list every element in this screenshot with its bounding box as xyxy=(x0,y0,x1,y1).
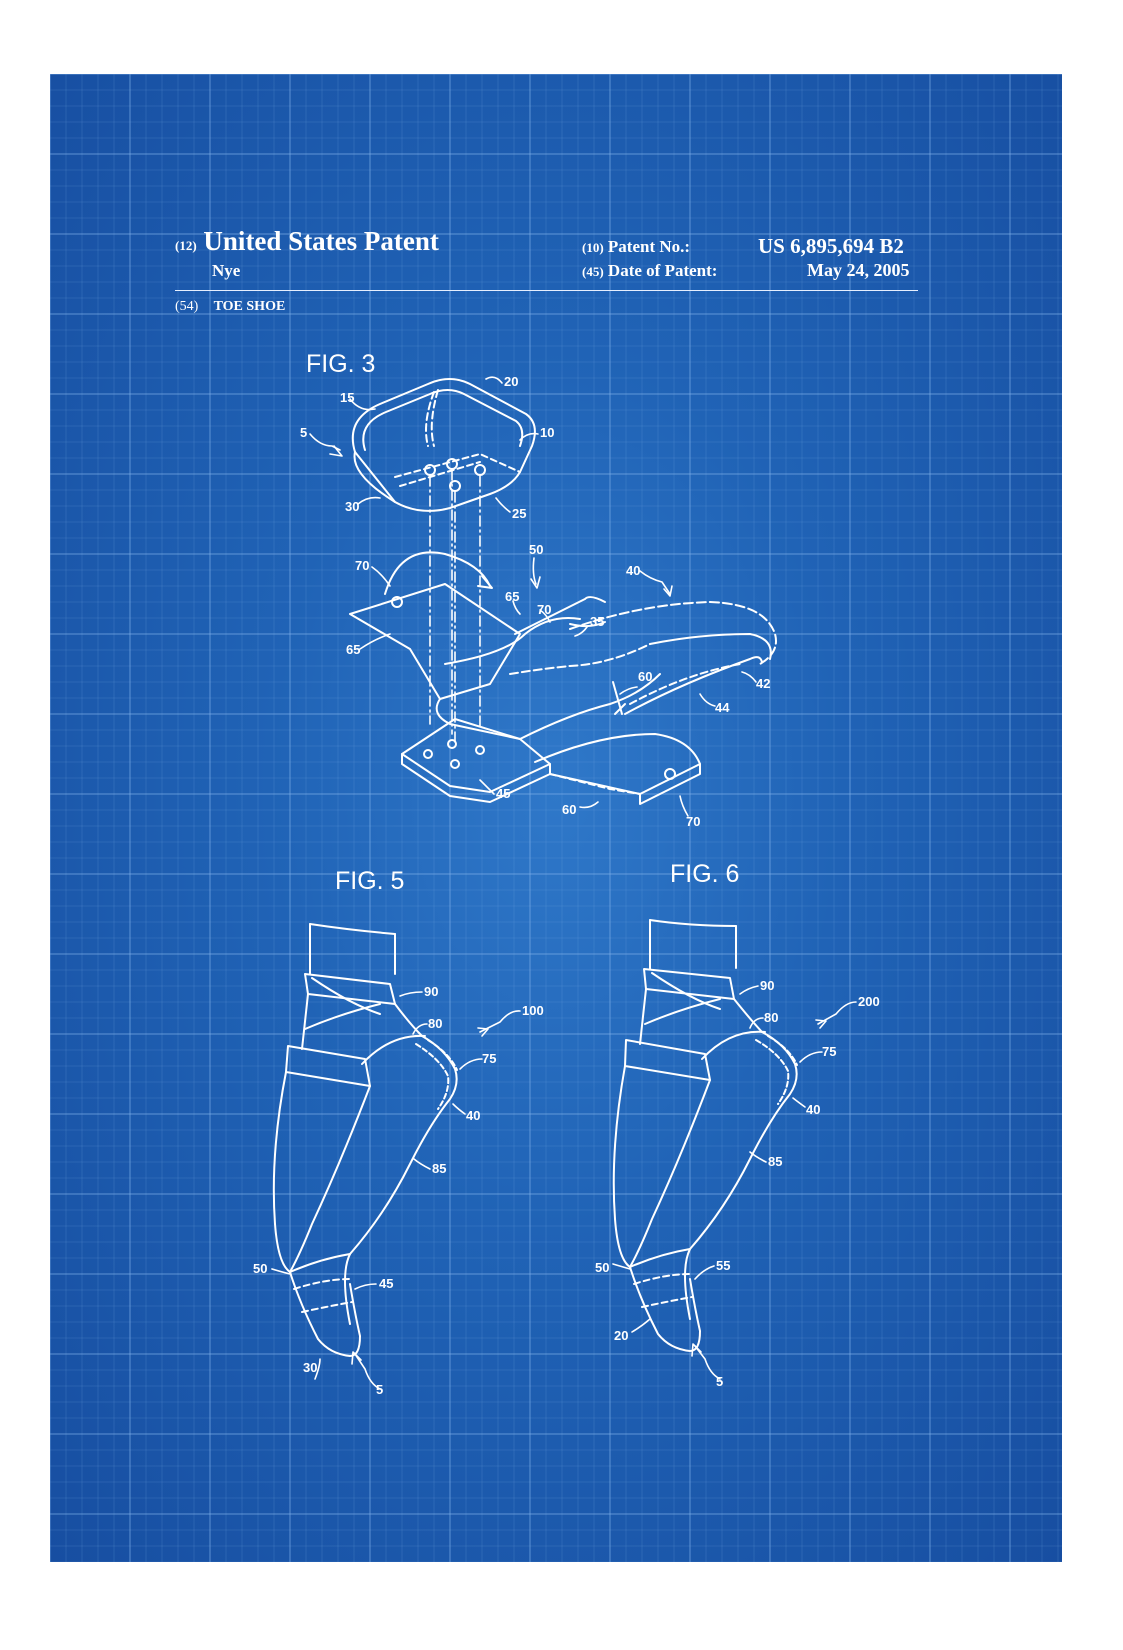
fig6-ref-5: 5 xyxy=(716,1374,723,1389)
fig5-ref-85: 85 xyxy=(432,1161,446,1176)
fig6-label: FIG. 6 xyxy=(670,860,739,888)
fig6-ref-40: 40 xyxy=(806,1102,820,1117)
fig6-ref-80: 80 xyxy=(764,1010,778,1025)
fig3-ref-44: 44 xyxy=(715,700,730,715)
fig5-ref-45: 45 xyxy=(379,1276,393,1291)
fig5-ref-40: 40 xyxy=(466,1108,480,1123)
fig5-ref-100: 100 xyxy=(522,1003,544,1018)
fig3-label: FIG. 3 xyxy=(306,350,375,378)
fig3-ref-10: 10 xyxy=(540,425,554,440)
figure-6: FIG. 6 xyxy=(595,860,880,1389)
heel-cup-drawing xyxy=(353,379,535,511)
fig5-ref-30: 30 xyxy=(303,1360,317,1375)
fig3-ref-40: 40 xyxy=(626,563,640,578)
fig3-ref-35: 35 xyxy=(590,614,604,629)
fig5-label: FIG. 5 xyxy=(335,867,404,895)
sole-plate-drawing xyxy=(402,719,700,804)
fig3-ref-5: 5 xyxy=(300,425,307,440)
fig3-ref-15: 15 xyxy=(340,390,354,405)
fig5-ref-5: 5 xyxy=(376,1382,383,1397)
fig3-ref-20: 20 xyxy=(504,374,518,389)
fig6-ref-50: 50 xyxy=(595,1260,609,1275)
fig6-ref-85: 85 xyxy=(768,1154,782,1169)
blueprint-sheet: (12) United States Patent Nye (10) Paten… xyxy=(50,74,1062,1562)
fig3-ref-42: 42 xyxy=(756,676,770,691)
fig3-ref-60b: 60 xyxy=(562,802,576,817)
fig6-ref-20: 20 xyxy=(614,1328,628,1343)
fig3-ref-70b: 70 xyxy=(537,602,551,617)
fig5-reference-numerals: 90 100 80 75 40 85 50 45 30 5 xyxy=(253,984,544,1397)
fig3-ref-65a: 65 xyxy=(505,589,519,604)
figure-5: FIG. 5 xyxy=(253,867,544,1397)
fig3-ref-45: 45 xyxy=(496,786,510,801)
fig3-ref-25: 25 xyxy=(512,506,526,521)
fig6-ref-90: 90 xyxy=(760,978,774,993)
fig5-ref-50: 50 xyxy=(253,1261,267,1276)
fig6-ref-200: 200 xyxy=(858,994,880,1009)
fig5-ref-90: 90 xyxy=(424,984,438,999)
figure-3: FIG. 3 xyxy=(300,350,776,829)
patent-drawings: FIG. 3 xyxy=(50,74,1062,1562)
fig3-ref-50: 50 xyxy=(529,542,543,557)
shoe-upper-drawing xyxy=(350,552,660,739)
fig5-ref-80: 80 xyxy=(428,1016,442,1031)
fig3-ref-60a: 60 xyxy=(638,669,652,684)
fig3-ref-70: 70 xyxy=(355,558,369,573)
fig6-ref-55: 55 xyxy=(716,1258,730,1273)
fig3-ref-30: 30 xyxy=(345,499,359,514)
fig5-ref-75: 75 xyxy=(482,1051,496,1066)
fig3-ref-70c: 70 xyxy=(686,814,700,829)
fig6-ref-75: 75 xyxy=(822,1044,836,1059)
fig3-ref-65b: 65 xyxy=(346,642,360,657)
